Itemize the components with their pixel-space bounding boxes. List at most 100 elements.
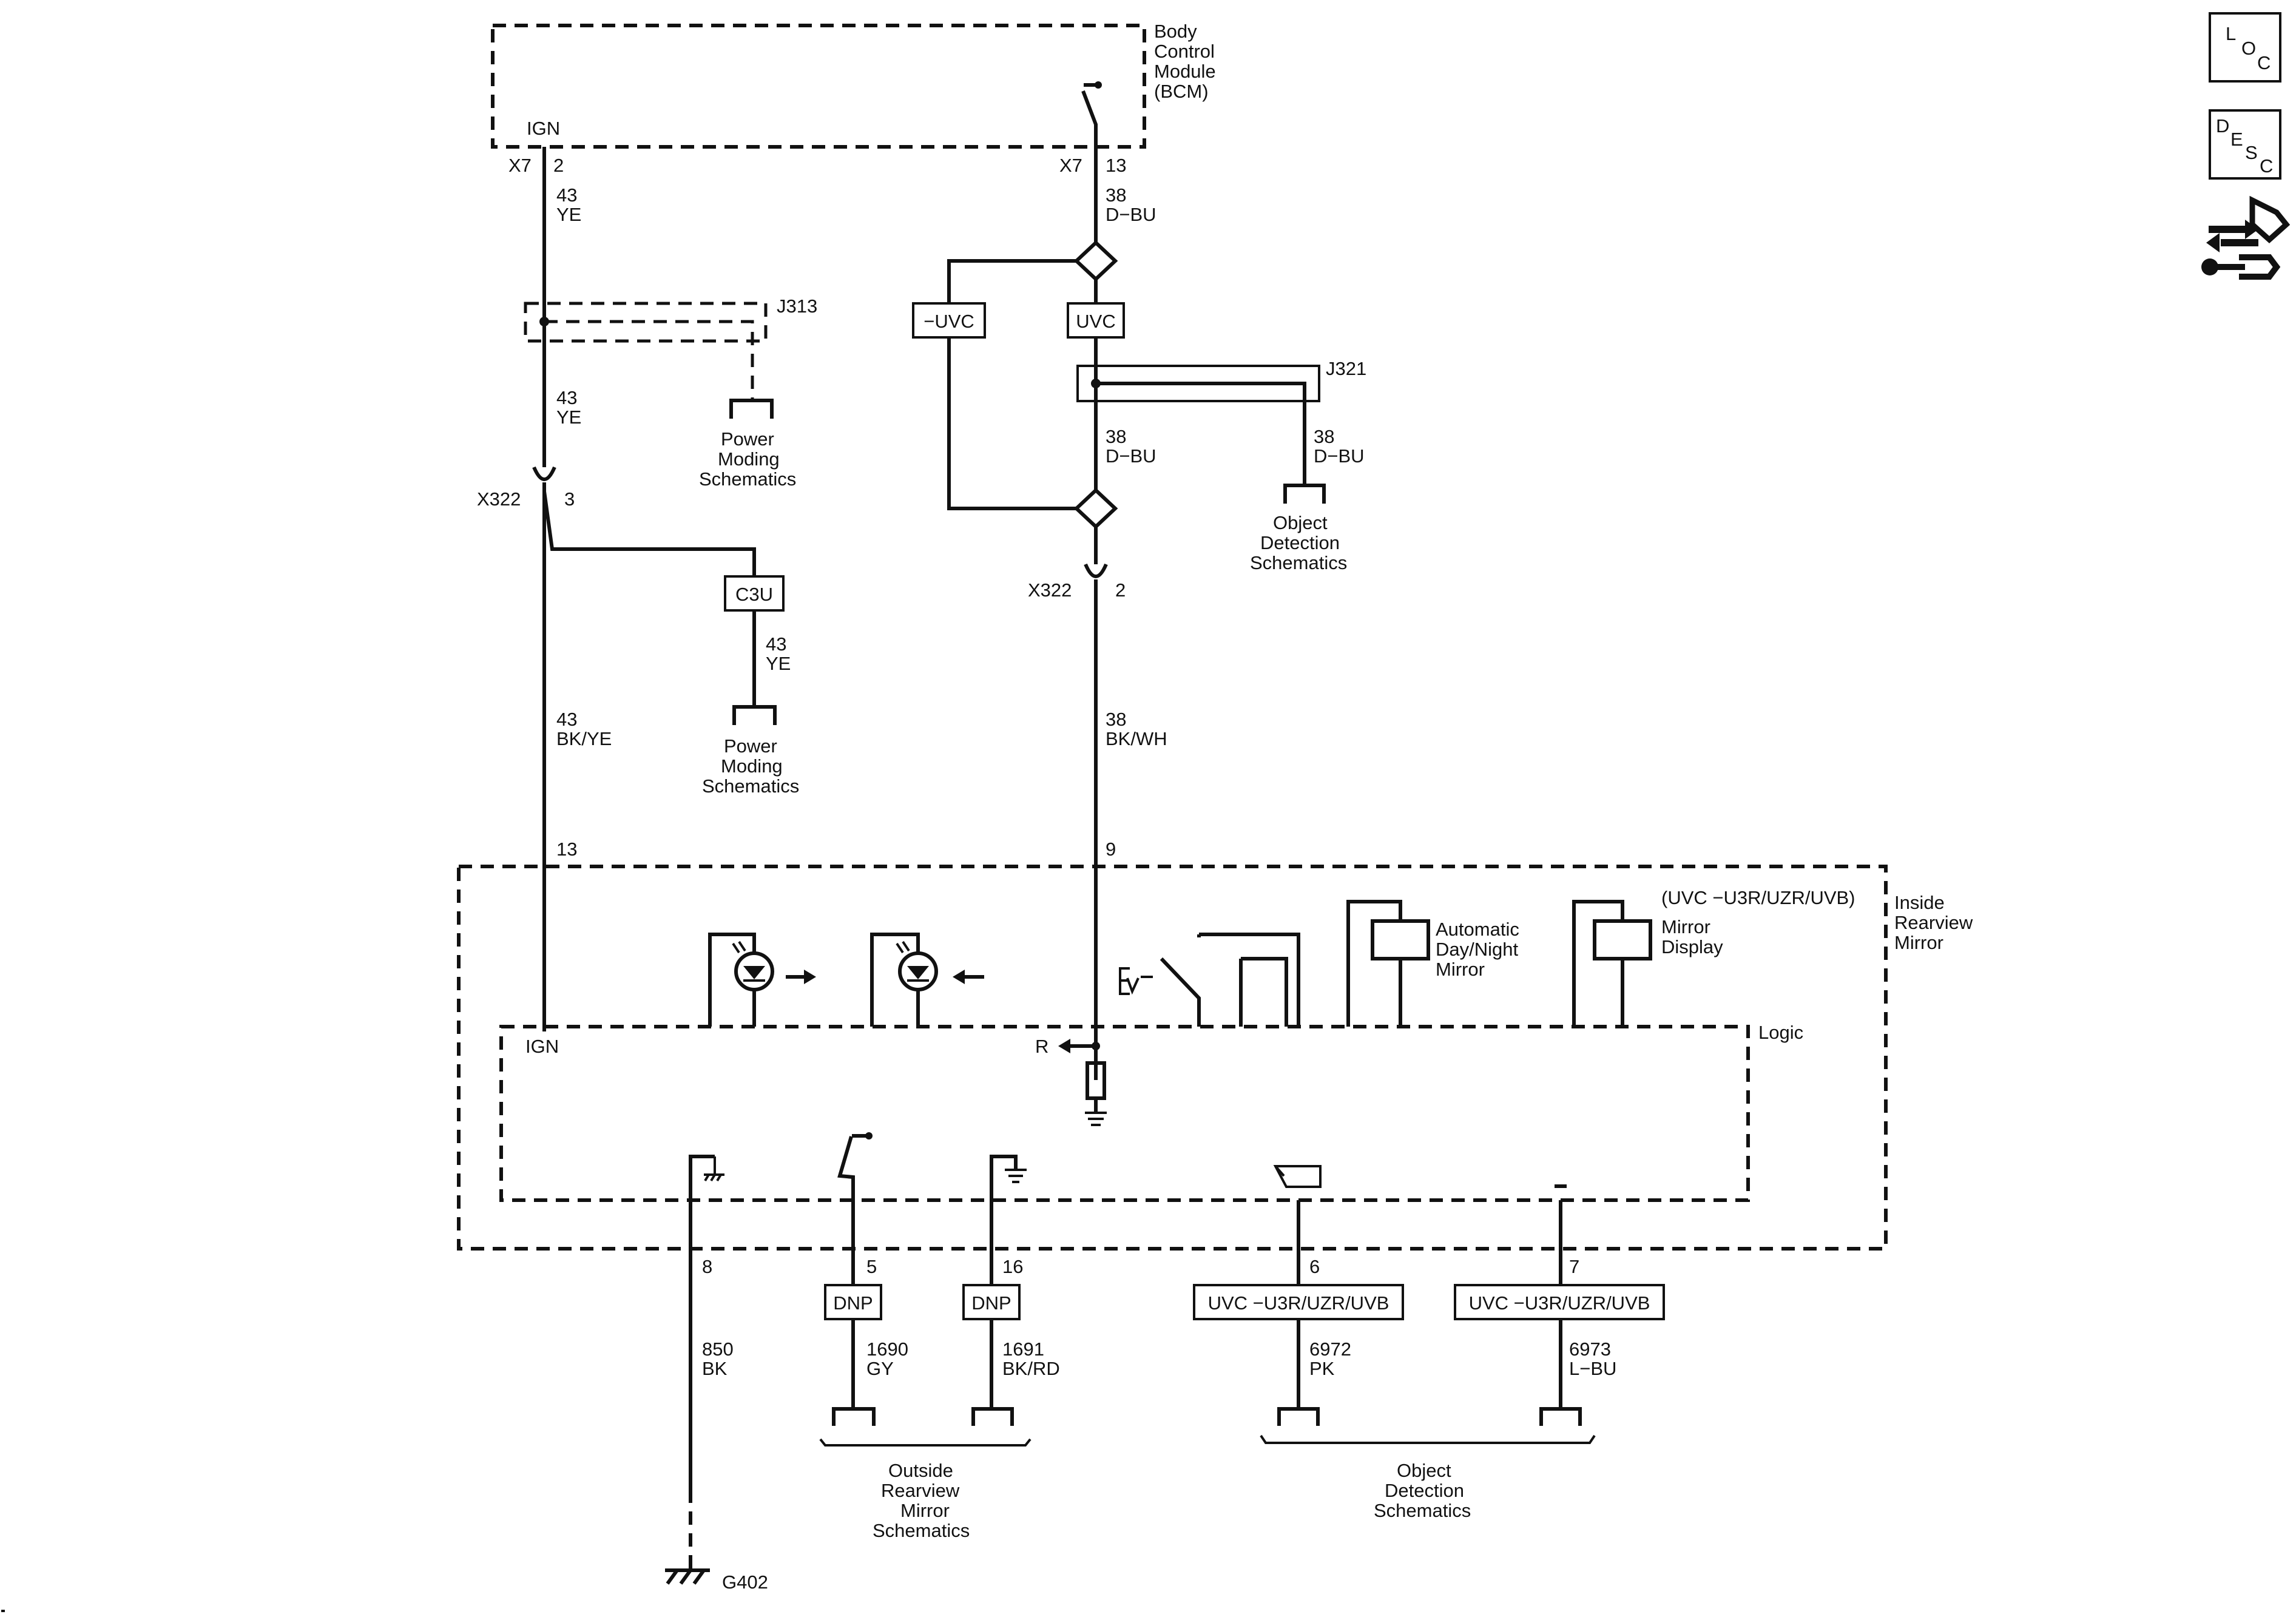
wire-1691-label: 1691 BK/RD [1002,1338,1060,1379]
svg-text:Mirror: Mirror [1894,932,1943,953]
wire-38-label-c: 38 D−BU [1314,426,1365,467]
x322-pin-3: 3 [564,488,575,510]
svg-text:Outside: Outside [888,1460,953,1481]
dnp-label-a: DNP [833,1292,873,1314]
auto-day-night-mirror-coil [1346,900,1430,1027]
svg-text:43: 43 [556,184,577,206]
video-return-icon [1555,1184,1567,1249]
g402-label: G402 [722,1571,768,1593]
outside-mirror-bracket [819,1438,1032,1447]
svg-text:Schematics: Schematics [1250,552,1347,573]
desc-icon[interactable]: D E S C [2209,109,2281,180]
svg-text:Control: Control [1154,41,1215,62]
mirror-label: Inside Rearview Mirror [1894,892,1973,953]
bcm-output-switch [1081,81,1102,147]
svg-text:L: L [2226,23,2236,44]
auto-day-night-label: Automatic Day/Night Mirror [1436,919,1519,980]
x322-connector-left [532,466,556,481]
dnp-label-b: DNP [971,1292,1011,1314]
svg-text:L−BU: L−BU [1569,1358,1616,1379]
svg-text:1691: 1691 [1002,1338,1044,1360]
svg-text:38: 38 [1314,426,1334,447]
svg-text:D−BU: D−BU [1106,445,1156,467]
repair-info-icon[interactable] [2201,195,2291,280]
svg-text:Rearview: Rearview [1894,912,1973,933]
dnp-option-box-a [824,1284,882,1320]
wire-38-label-b: 38 D−BU [1106,426,1156,467]
svg-text:Rearview: Rearview [881,1480,960,1501]
object-detection-ref-b: Object Detection Schematics [1374,1460,1471,1521]
svg-text:Power: Power [724,735,777,757]
svg-text:Object: Object [1397,1460,1451,1481]
bcm-ign-label: IGN [527,118,560,139]
x322-label-left: X322 [477,488,521,510]
svg-text:43: 43 [556,387,577,408]
svg-text:850: 850 [702,1338,734,1360]
mirror-display-coil [1572,900,1652,1027]
mirror-pin-6: 6 [1309,1256,1320,1277]
mirror-pin-13: 13 [556,839,577,860]
svg-text:6973: 6973 [1569,1338,1611,1360]
signal-ground-icon [990,1155,1027,1249]
svg-text:BK/WH: BK/WH [1106,728,1167,749]
svg-text:Mirror: Mirror [900,1500,950,1521]
svg-text:YE: YE [766,653,791,674]
svg-text:(BCM): (BCM) [1154,81,1209,102]
x7-connector-right: X7 [1059,155,1082,176]
neg-uvc-option-box [912,302,986,339]
power-moding-ref-b: Power Moding Schematics [702,735,799,797]
svg-text:C: C [2260,155,2273,177]
svg-text:38: 38 [1106,426,1126,447]
svg-text:E: E [2230,129,2243,150]
svg-text:Schematics: Schematics [699,468,796,490]
mirror-pin-5: 5 [866,1256,877,1277]
svg-text:43: 43 [556,709,577,730]
svg-text:Object: Object [1273,512,1328,533]
svg-text:Automatic: Automatic [1436,919,1519,940]
svg-text:Body: Body [1154,21,1197,42]
wire-43-label-d: 43 BK/YE [556,709,612,749]
uvc-option-box [1067,302,1125,339]
svg-text:C: C [2257,52,2271,73]
svg-text:38: 38 [1106,184,1126,206]
svg-text:Schematics: Schematics [873,1520,970,1541]
svg-text:BK: BK [702,1358,728,1379]
bcm-boundary [491,24,1146,149]
c3u-label: C3U [735,584,773,605]
wire-43-branch-c3u [542,491,756,576]
outside-mirror-ref: Outside Rearview Mirror Schematics [873,1460,970,1541]
svg-text:38: 38 [1106,709,1126,730]
svg-text:43: 43 [766,633,786,655]
wire-38-label-d: 38 BK/WH [1106,709,1167,749]
svg-text:Display: Display [1661,936,1723,957]
mirror-pin-9: 9 [1106,839,1116,860]
neg-uvc-label: −UVC [923,311,974,332]
uvc-u3r-label-a: UVC −U3R/UZR/UVB [1208,1292,1389,1314]
j321-label: J321 [1326,358,1366,379]
reverse-switch-icon [1119,933,1300,1027]
svg-text:Schematics: Schematics [702,775,799,797]
j313-splice [524,302,768,343]
switch-output-icon [837,1132,873,1249]
svg-text:Schematics: Schematics [1374,1500,1471,1521]
wire-43-label-b: 43 YE [556,387,581,428]
svg-text:Moding: Moding [721,755,783,777]
loc-icon[interactable]: L O C [2209,12,2281,83]
x322-connector-right [1084,563,1108,578]
x322-label-right: X322 [1028,579,1072,601]
uvc-u3r-label-b: UVC −U3R/UZR/UVB [1469,1292,1650,1314]
ground-input-icon [689,1155,724,1249]
svg-text:PK: PK [1309,1358,1335,1379]
x7-connector-left: X7 [508,155,532,176]
j321-splice [1076,365,1320,402]
logic-label: Logic [1758,1022,1803,1043]
svg-text:YE: YE [556,204,581,225]
wire-38-label-a: 38 D−BU [1106,184,1156,225]
svg-text:Mirror: Mirror [1661,916,1710,937]
j313-label: J313 [777,295,817,317]
logic-ign-label: IGN [525,1036,559,1057]
logic-ground-icon [1085,1112,1107,1126]
uvc-u3r-option-box-b [1454,1284,1665,1320]
mirror-pin-16: 16 [1002,1256,1023,1277]
